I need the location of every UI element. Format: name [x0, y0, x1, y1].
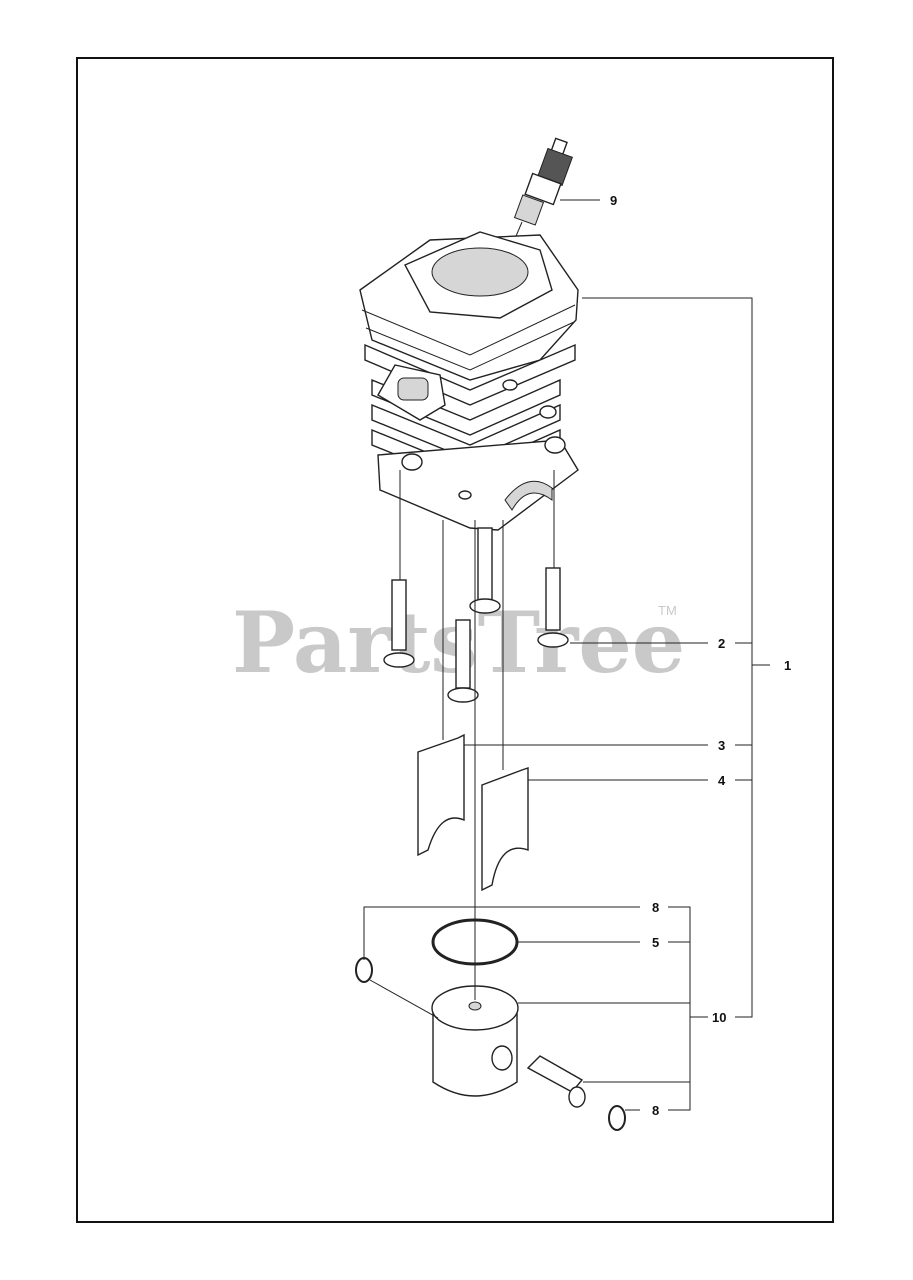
cylinder[interactable]	[359, 231, 579, 531]
callout-2: 2	[718, 636, 725, 651]
leader-lines	[363, 199, 770, 1111]
diagram-frame	[76, 57, 834, 1223]
callout-3: 3	[718, 738, 725, 753]
transfer-port-cover-right[interactable]	[481, 520, 529, 892]
callout-9: 9	[610, 193, 617, 208]
callout-8-bottom: 8	[652, 1103, 659, 1118]
callout-4: 4	[718, 773, 726, 788]
piston[interactable]	[431, 985, 519, 1097]
callout-10: 10	[712, 1010, 726, 1025]
circlip-right[interactable]	[608, 1105, 626, 1131]
circlip-left[interactable]	[355, 957, 373, 983]
watermark-trademark: TM	[658, 603, 677, 618]
transfer-port-cover-left[interactable]	[417, 520, 465, 857]
callout-1: 1	[784, 658, 791, 673]
screws[interactable]	[383, 470, 569, 703]
callout-8-top: 8	[652, 900, 659, 915]
piston-pin[interactable]	[526, 1055, 586, 1108]
spark-plug[interactable]	[504, 137, 573, 263]
callout-5: 5	[652, 935, 659, 950]
